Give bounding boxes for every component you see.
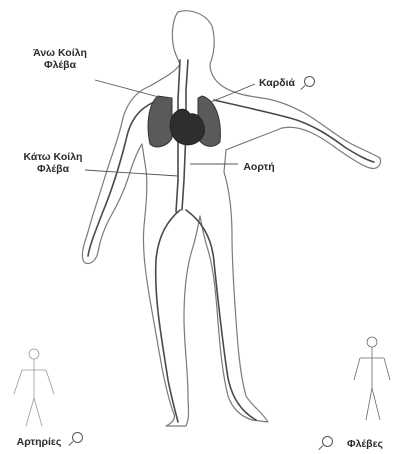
magnify-icon[interactable] xyxy=(304,76,315,87)
body-outline xyxy=(82,11,380,426)
label-aorta: Αορτή xyxy=(239,161,279,173)
label-superior-vena-cava: Άνω Κοίλη Φλέβα xyxy=(30,47,90,71)
leader-svc xyxy=(95,80,170,100)
heart-and-lungs xyxy=(148,96,220,147)
leader-ivc xyxy=(85,170,178,176)
leader-heart xyxy=(206,84,255,104)
label-heart: Καρδιά xyxy=(256,77,298,89)
veins-thumbnail xyxy=(354,337,390,420)
arteries-magnify-icon[interactable] xyxy=(72,432,83,443)
label-inferior-vena-cava: Κάτω Κοίλη Φλέβα xyxy=(20,151,86,175)
arteries-thumbnail xyxy=(14,349,54,426)
label-arteries: Αρτηρίες xyxy=(8,436,70,448)
right-leg-vessel xyxy=(186,210,256,420)
veins-magnify-icon[interactable] xyxy=(322,436,333,447)
label-veins: Φλέβες xyxy=(340,438,390,450)
left-leg-vessel xyxy=(156,210,180,422)
right-arm-vessel xyxy=(214,100,374,162)
